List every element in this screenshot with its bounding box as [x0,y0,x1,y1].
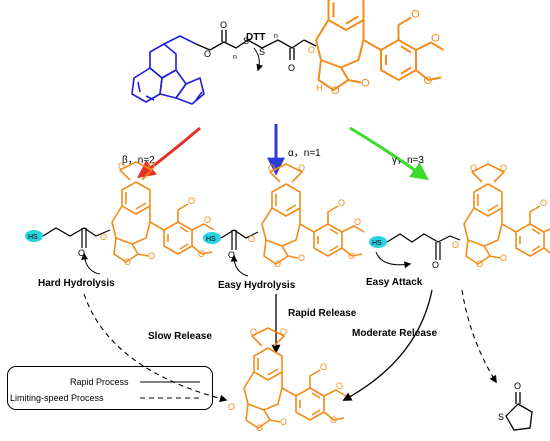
thiolactone-o: O [514,381,521,391]
carbonyl-o2: O [288,63,295,73]
legend [7,366,213,410]
svg-text:O: O [228,402,235,412]
beta-label: β，n=2 [122,155,155,166]
gamma-release: Moderate Release [352,328,437,339]
gamma-intermediate: HS O O [369,163,550,270]
beta-hs: HS [28,234,38,241]
beta-release: Slow Release [148,331,212,342]
ester-o2: O [308,45,315,55]
dtt-arrow [253,47,264,72]
svg-text:O: O [432,260,439,270]
top-drug-core [315,0,445,97]
slow-release-arrow [83,293,228,403]
sulfur-2: S [259,47,265,57]
alpha-label: α，n=1 [288,148,321,159]
gamma-label: γ，n=3 [392,155,424,166]
released-drug: O [228,327,347,433]
dtt-label: DTT [246,32,265,43]
thiolactone [505,392,533,431]
alpha-note: Easy Hydrolysis [218,280,296,291]
svg-text:O: O [452,240,459,250]
moderate-release-arrow [342,289,433,401]
thiolactone-s: S [498,412,504,422]
subscript-n2: n [274,33,278,40]
beta-intermediate: HS O O [25,161,215,275]
legend-rapid: Rapid Process [70,377,129,387]
alpha-hs: HS [206,236,216,243]
gamma-hs: HS [372,240,382,247]
gamma-note: Easy Attack [366,277,423,288]
alpha-intermediate: HS O O [203,163,365,277]
legend-limiting: Limiting-speed Process [10,393,104,403]
subscript-n1: n [233,54,237,61]
core-h: H [316,83,323,93]
carbonyl-o1: O [220,20,227,30]
disulfide-linker [195,30,317,60]
gamma-arrow [349,126,429,181]
alpha-release: Rapid Release [288,308,357,319]
svg-text:O: O [248,234,255,244]
ester-o1: O [204,49,211,59]
beta-note: Hard Hydrolysis [38,278,115,289]
svg-text:O: O [100,232,107,242]
fmoc-group [131,35,205,105]
beta-arrow [137,126,201,179]
lactone-arrow [461,289,497,384]
sulfur-1: S [243,36,249,46]
